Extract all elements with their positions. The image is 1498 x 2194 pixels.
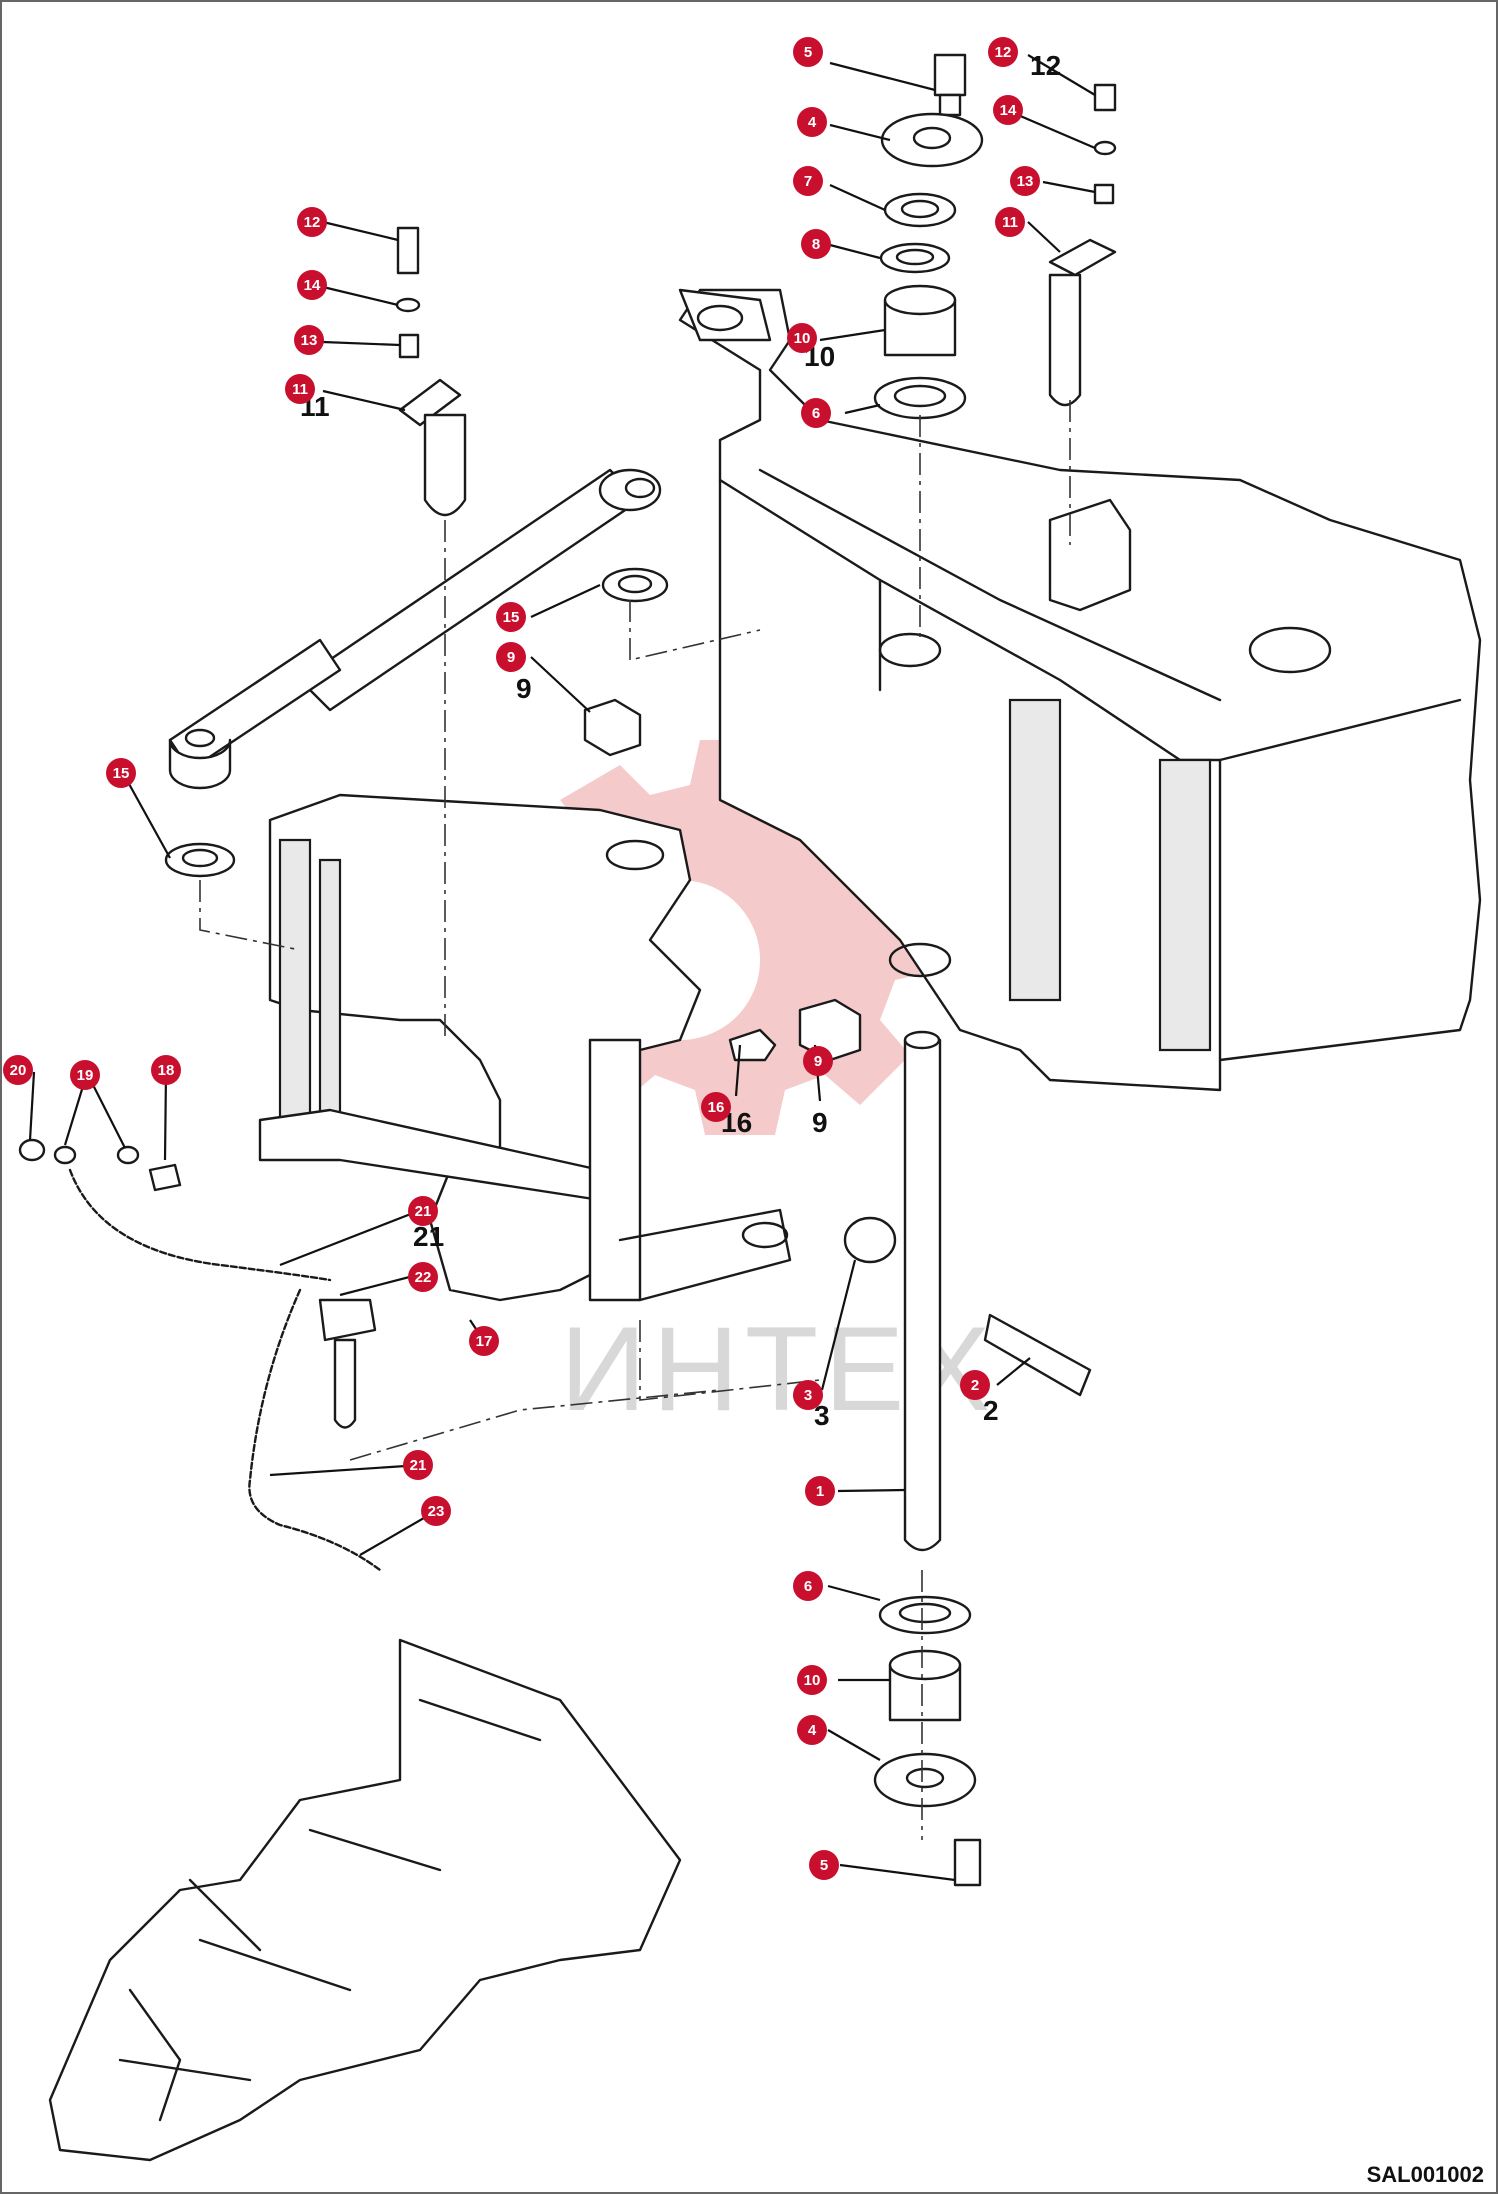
callout-21-lower[interactable]: 21 (403, 1450, 433, 1480)
callout-5-top[interactable]: 5 (793, 37, 823, 67)
svg-text:3: 3 (804, 1387, 812, 1404)
callout-9-upper[interactable]: 9 (496, 642, 526, 672)
callout-8[interactable]: 8 (801, 229, 831, 259)
callout-10-top[interactable]: 10 (787, 323, 817, 353)
callout-11-left[interactable]: 11 (285, 374, 315, 404)
callout-3[interactable]: 3 (793, 1380, 823, 1410)
callout-7[interactable]: 7 (793, 166, 823, 196)
svg-text:4: 4 (808, 1722, 817, 1739)
callout-17[interactable]: 17 (469, 1326, 499, 1356)
upper-pin-stack (873, 53, 984, 420)
svg-text:12: 12 (995, 44, 1012, 61)
svg-text:23: 23 (428, 1503, 445, 1520)
svg-text:1: 1 (816, 1483, 824, 1500)
callout-14-right[interactable]: 14 (993, 95, 1023, 125)
svg-text:21: 21 (415, 1203, 432, 1220)
callout-20[interactable]: 20 (3, 1055, 33, 1085)
rear-frame (678, 288, 1482, 1092)
callout-15-lower[interactable]: 15 (106, 758, 136, 788)
callout-11-right[interactable]: 11 (995, 207, 1025, 237)
svg-text:19: 19 (77, 1067, 94, 1084)
svg-text:13: 13 (1017, 173, 1034, 190)
svg-text:15: 15 (503, 609, 520, 626)
svg-text:12: 12 (304, 214, 321, 231)
callout-12-left[interactable]: 12 (297, 207, 327, 237)
svg-text:6: 6 (812, 405, 820, 422)
svg-text:7: 7 (804, 173, 812, 190)
callout-6-bottom[interactable]: 6 (793, 1571, 823, 1601)
callout-12-right[interactable]: 12 (988, 37, 1018, 67)
svg-text:5: 5 (820, 1857, 828, 1874)
callout-2[interactable]: 2 (960, 1370, 990, 1400)
lock-chain (18, 1138, 382, 1572)
callout-22[interactable]: 22 (408, 1262, 438, 1292)
label-3: 3 (814, 1400, 830, 1431)
callout-badges: 5 4 7 8 10 6 12 14 13 11 12 14 13 11 15 … (3, 37, 1040, 1880)
callout-23[interactable]: 23 (421, 1496, 451, 1526)
right-pin-assembly (1048, 83, 1117, 407)
svg-text:6: 6 (804, 1578, 812, 1595)
svg-text:21: 21 (410, 1457, 427, 1474)
callout-1[interactable]: 1 (805, 1476, 835, 1506)
svg-text:22: 22 (415, 1269, 432, 1286)
lower-pin-stack (873, 1595, 982, 1887)
callout-19[interactable]: 19 (70, 1060, 100, 1090)
label-2: 2 (983, 1395, 999, 1426)
callout-13-right[interactable]: 13 (1010, 166, 1040, 196)
svg-text:14: 14 (1000, 102, 1017, 119)
callout-15-upper[interactable]: 15 (496, 602, 526, 632)
svg-text:5: 5 (804, 44, 812, 61)
svg-text:10: 10 (804, 1672, 821, 1689)
callout-5-bottom[interactable]: 5 (809, 1850, 839, 1880)
steering-cylinder (168, 468, 662, 790)
svg-text:16: 16 (708, 1099, 725, 1116)
drawing-code: SAL001002 (1366, 2162, 1484, 2187)
svg-text:4: 4 (808, 114, 817, 131)
front-frame (258, 793, 792, 1302)
svg-text:17: 17 (476, 1333, 493, 1350)
svg-text:10: 10 (794, 330, 811, 347)
svg-text:8: 8 (812, 236, 820, 253)
callout-14-left[interactable]: 14 (297, 270, 327, 300)
callout-4-bottom[interactable]: 4 (797, 1715, 827, 1745)
original-labels: 11 9 10 3 2 9 16 21 12 (300, 50, 1061, 1431)
label-21-upper: 21 (413, 1221, 444, 1252)
label-9-lower: 9 (812, 1107, 828, 1138)
callout-4-top[interactable]: 4 (797, 107, 827, 137)
callout-6-top[interactable]: 6 (801, 398, 831, 428)
leader-lines (28, 54, 1096, 1882)
callout-16[interactable]: 16 (701, 1092, 731, 1122)
svg-text:9: 9 (814, 1053, 822, 1070)
center-lines (199, 400, 1071, 1840)
loader-overview (48, 1638, 682, 2162)
svg-text:9: 9 (507, 649, 515, 666)
svg-text:13: 13 (301, 332, 318, 349)
svg-text:2: 2 (971, 1377, 979, 1394)
main-pin (843, 1030, 1092, 1552)
svg-text:11: 11 (292, 381, 308, 398)
label-9-upper: 9 (516, 673, 532, 704)
callout-10-bottom[interactable]: 10 (797, 1665, 827, 1695)
svg-text:11: 11 (1002, 214, 1018, 231)
svg-text:18: 18 (158, 1062, 175, 1079)
svg-text:14: 14 (304, 277, 321, 294)
left-pin-assembly (395, 226, 467, 517)
callout-13-left[interactable]: 13 (294, 325, 324, 355)
label-12-right: 12 (1030, 50, 1061, 81)
callout-18[interactable]: 18 (151, 1055, 181, 1085)
callout-21-upper[interactable]: 21 (408, 1196, 438, 1226)
svg-text:20: 20 (10, 1062, 27, 1079)
callout-9-lower[interactable]: 9 (803, 1046, 833, 1076)
svg-text:15: 15 (113, 765, 130, 782)
